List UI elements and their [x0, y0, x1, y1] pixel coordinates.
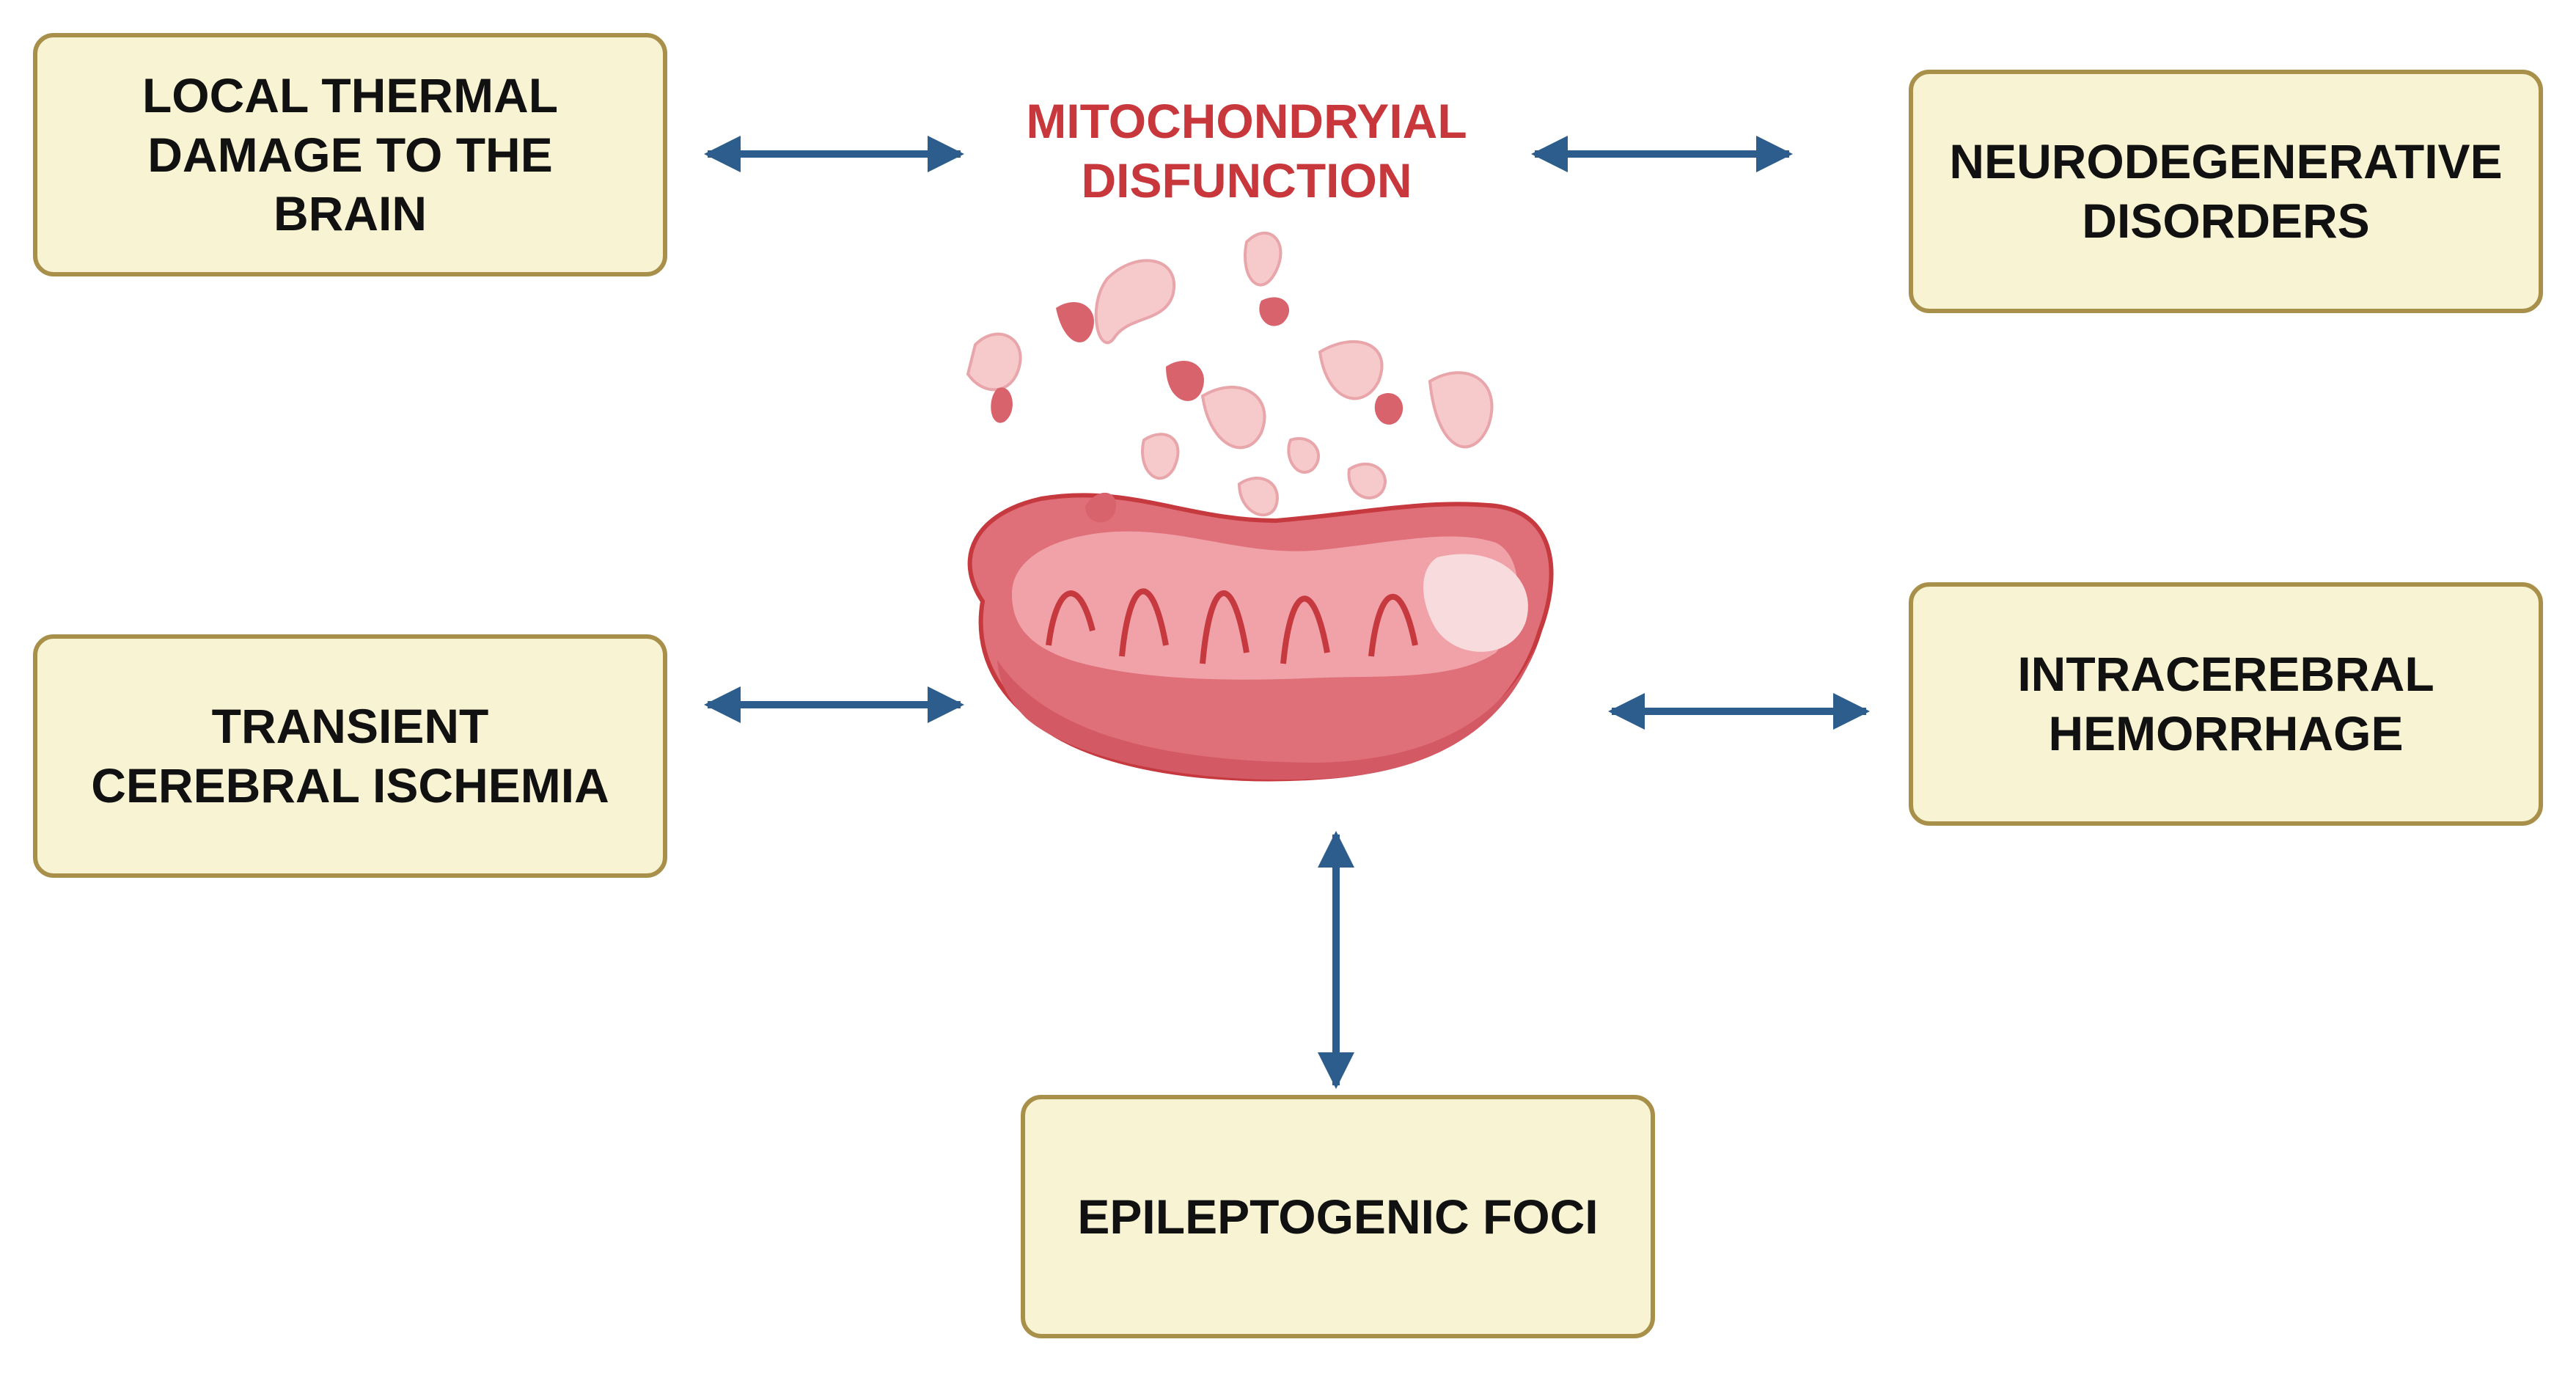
- node-label: INTRACEREBRAL HEMORRHAGE: [2017, 647, 2434, 760]
- node-intracerebral-hemorrhage: INTRACEREBRAL HEMORRHAGE: [1909, 582, 2543, 826]
- node-label: NEURODEGENERATIVE DISORDERS: [1949, 134, 2503, 248]
- node-neurodegenerative-disorders: NEURODEGENERATIVE DISORDERS: [1909, 70, 2543, 313]
- node-epileptogenic-foci: EPILEPTOGENIC FOCI: [1021, 1095, 1655, 1338]
- node-local-thermal-damage: LOCAL THERMAL DAMAGE TO THE BRAIN: [33, 33, 667, 276]
- node-transient-cerebral-ischemia: TRANSIENT CEREBRAL ISCHEMIA: [33, 634, 667, 878]
- center-title: MITOCHONDRYIAL DISFUNCTION: [1026, 94, 1467, 208]
- mitochondrion-icon: [966, 231, 1554, 782]
- node-label: LOCAL THERMAL DAMAGE TO THE BRAIN: [142, 68, 559, 241]
- node-label: TRANSIENT CEREBRAL ISCHEMIA: [91, 699, 609, 813]
- node-label: EPILEPTOGENIC FOCI: [1077, 1189, 1599, 1244]
